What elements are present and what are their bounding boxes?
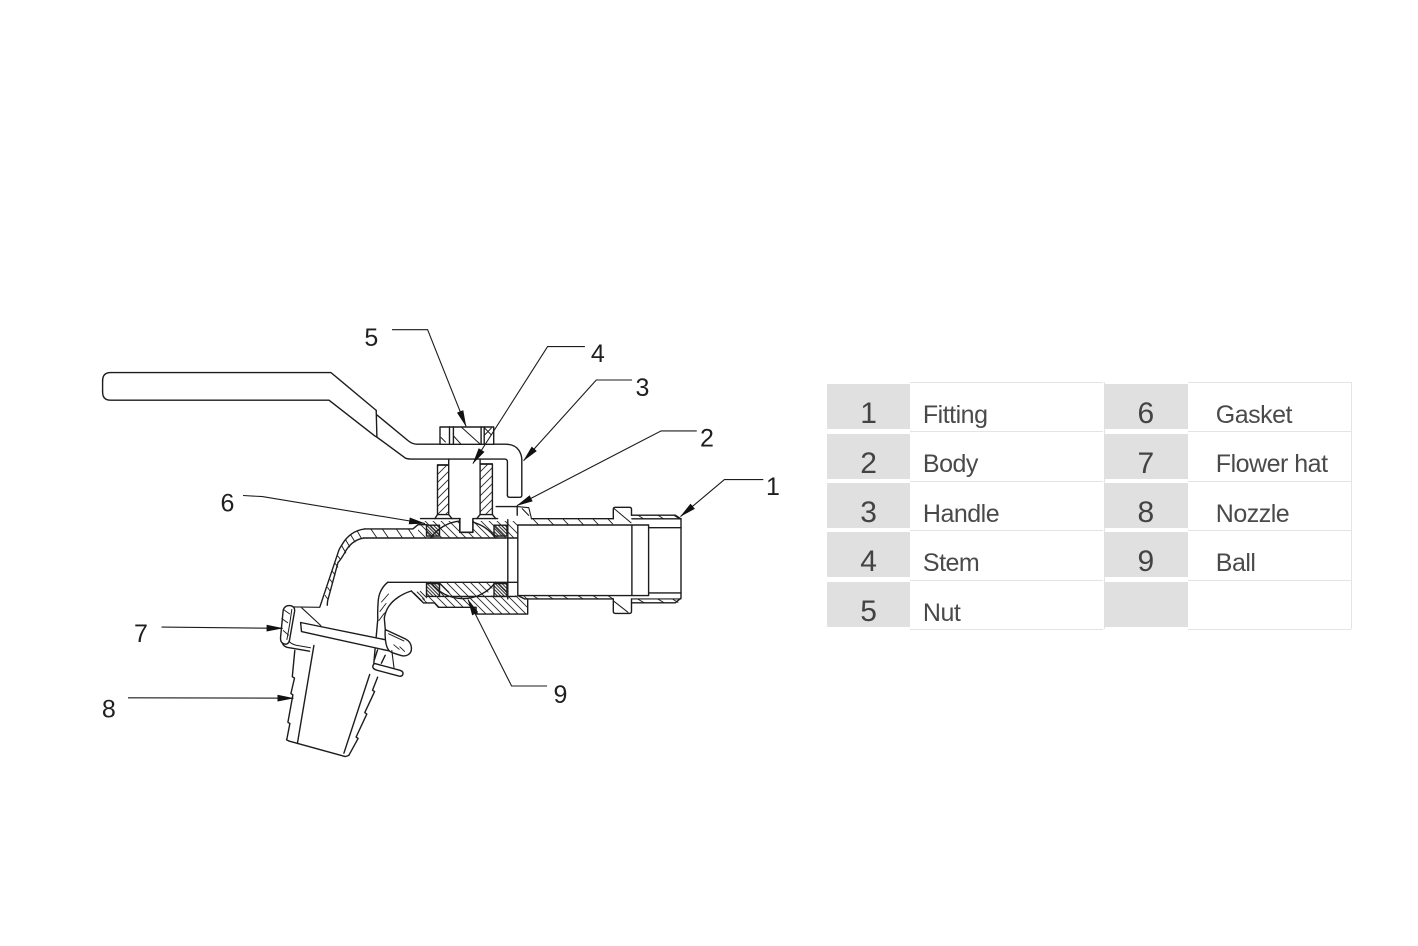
svg-text:2: 2 [700, 425, 714, 453]
svg-text:5: 5 [364, 324, 378, 352]
svg-text:8: 8 [102, 696, 116, 724]
svg-text:6: 6 [221, 490, 235, 518]
svg-text:3: 3 [636, 374, 650, 402]
svg-text:1: 1 [766, 473, 780, 501]
svg-text:7: 7 [134, 620, 148, 648]
svg-text:9: 9 [554, 681, 568, 709]
svg-text:4: 4 [591, 340, 605, 368]
